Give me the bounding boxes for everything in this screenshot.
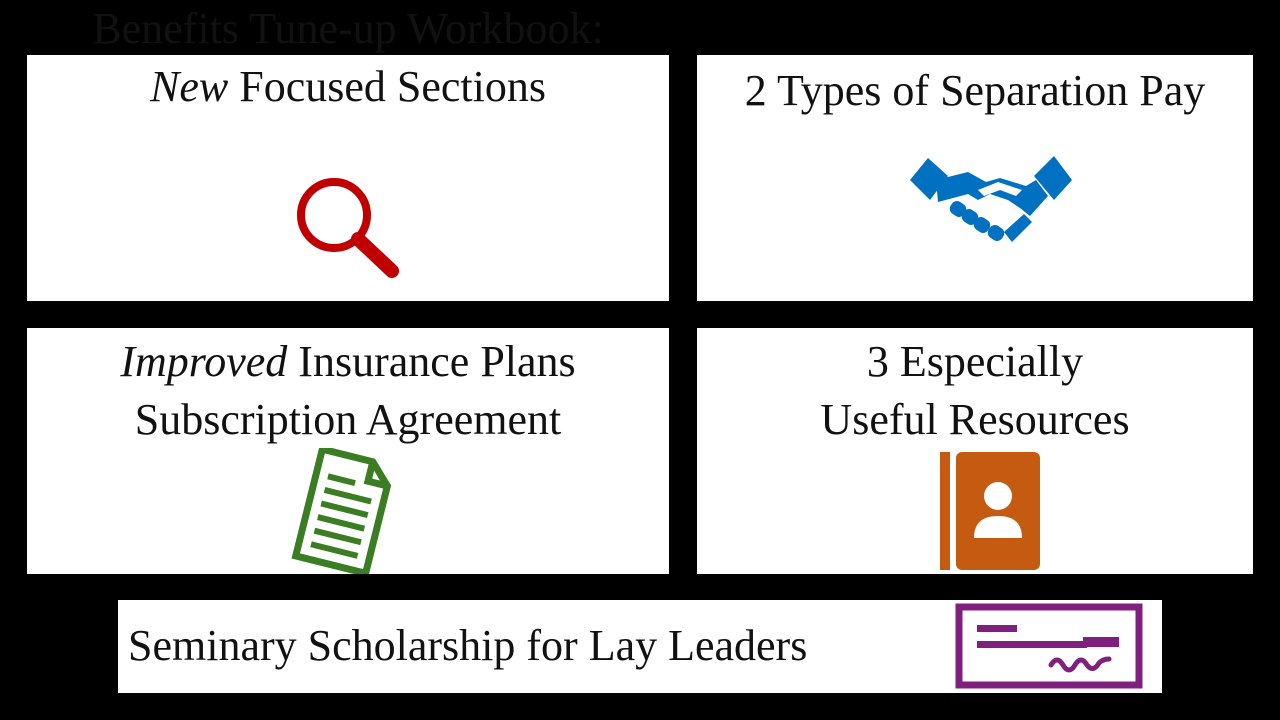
check-icon — [955, 603, 1143, 689]
workbook-title-line2-rest: Focused Sections — [228, 62, 546, 111]
magnifying-glass-icon — [297, 178, 399, 278]
workbook-title: Benefits Tune-up Workbook: New Focused S… — [27, 0, 669, 116]
insurance-title-line2: Subscription Agreement — [134, 395, 562, 444]
address-book-icon — [940, 452, 1040, 570]
resources-title-line1: 3 Especially — [866, 337, 1084, 386]
resources-title-line2: Useful Resources — [820, 395, 1130, 444]
insurance-title: Improved Insurance Plans Subscription Ag… — [27, 333, 669, 449]
workbook-title-line2: New Focused Sections — [27, 58, 669, 116]
insurance-title-emphasis: Improved — [120, 337, 288, 386]
separation-title-line1: 2 Types of Separation Pay — [744, 66, 1206, 115]
handshake-icon — [910, 156, 1072, 242]
resources-title: 3 Especially Useful Resources — [697, 333, 1253, 449]
card-benefits-workbook — [27, 55, 669, 301]
insurance-title-line1-rest: Insurance Plans — [287, 337, 576, 386]
workbook-title-emphasis: New — [150, 62, 229, 111]
separation-title: 2 Types of Separation Pay — [697, 62, 1253, 120]
workbook-title-line1: Benefits Tune-up Workbook: — [92, 4, 604, 53]
scholarship-title: Seminary Scholarship for Lay Leaders — [128, 621, 808, 670]
insurance-title-line1: Improved Insurance Plans — [27, 333, 669, 391]
document-icon — [291, 448, 392, 574]
